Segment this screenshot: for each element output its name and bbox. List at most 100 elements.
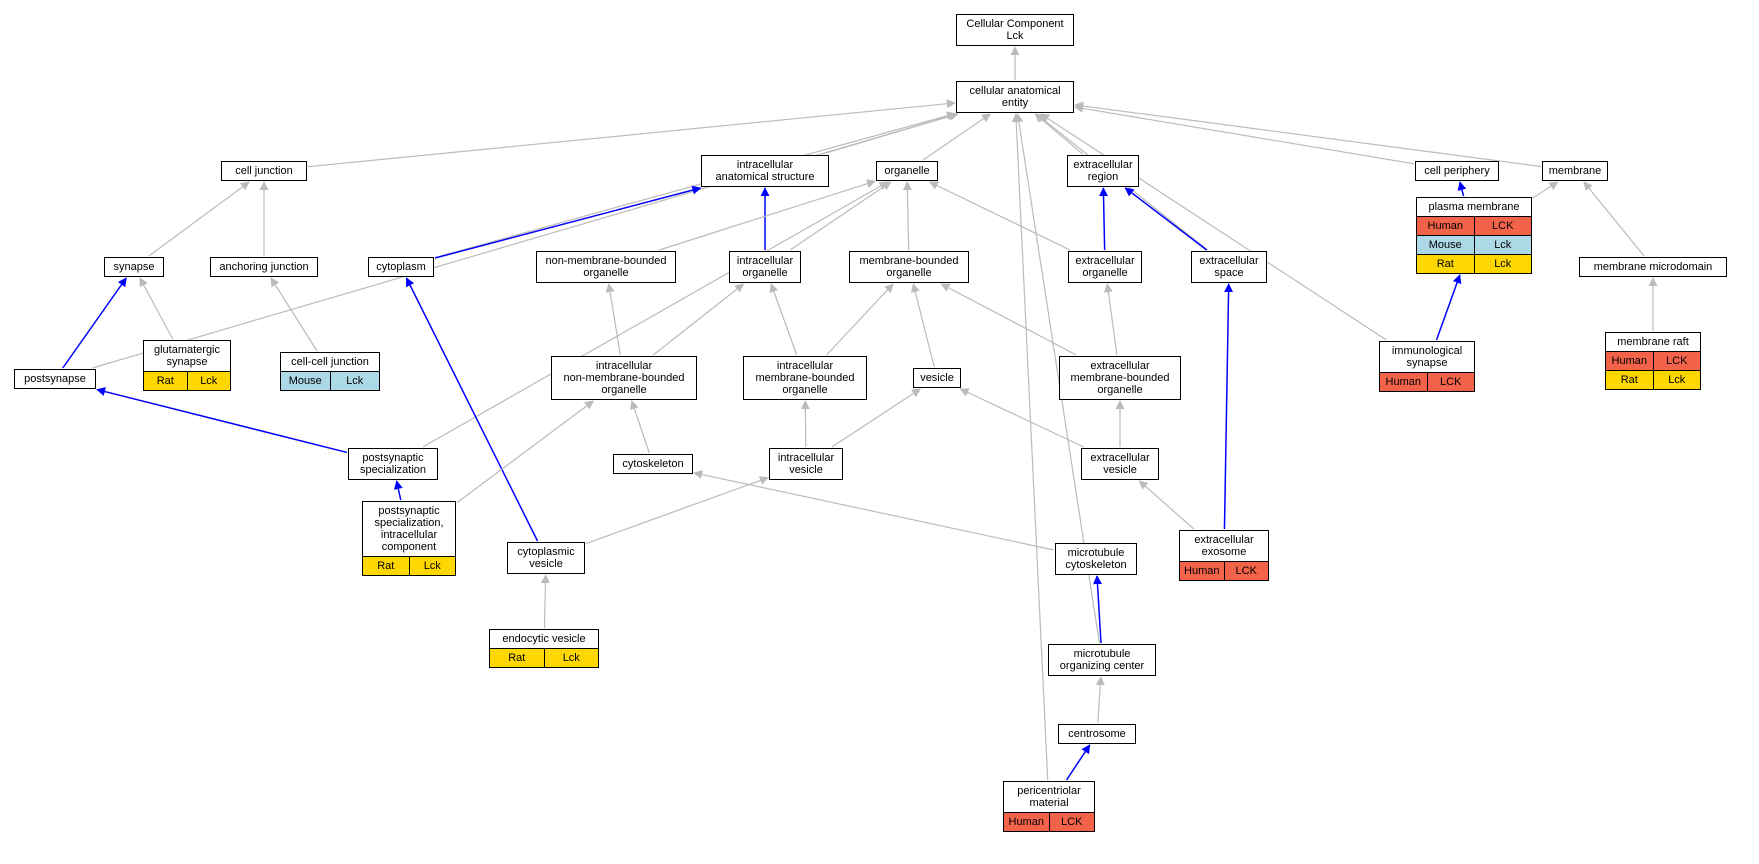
edge-membrane-to-cae	[1074, 101, 1542, 168]
edge-cellcell-to-anchoring	[270, 277, 318, 352]
edge-cellperiphery-to-cae	[1074, 103, 1415, 165]
node-nonmemorg[interactable]: non-membrane-bounded organelle	[536, 251, 676, 283]
node-centrosome[interactable]: centrosome	[1058, 724, 1136, 744]
node-memmicro[interactable]: membrane microdomain	[1579, 257, 1727, 277]
edge-postsynapse-to-cae	[92, 111, 958, 369]
node-intramem[interactable]: intracellular membrane-bounded organelle	[743, 356, 867, 400]
species-cell: Rat	[363, 556, 409, 575]
node-root[interactable]: Cellular Component Lck	[956, 14, 1074, 46]
node-membrane[interactable]: membrane	[1542, 161, 1608, 181]
node-mtoc[interactable]: microtubule organizing center	[1048, 644, 1156, 676]
species-cell: Mouse	[1417, 235, 1474, 254]
edge-pssic-to-pss	[393, 480, 403, 501]
node-label: intracellular membrane-bounded organelle	[755, 360, 855, 396]
edge-organelle-to-cae	[922, 113, 991, 161]
edge-endoves-to-cytoves	[540, 574, 550, 629]
edge-cytoplasm-to-cae	[434, 111, 956, 259]
edge-celljunction-to-cae	[307, 99, 956, 168]
node-anchoring[interactable]: anchoring junction	[210, 257, 318, 277]
edge-mtoc-to-mtcyto	[1092, 575, 1102, 644]
edge-immsyn-to-cae	[1040, 113, 1387, 341]
gene-cell: LCK	[1223, 561, 1268, 580]
node-extorg[interactable]: extracellular organelle	[1068, 251, 1142, 283]
gene-cell: LCK	[1426, 372, 1474, 391]
gene-cell: Lck	[1473, 254, 1531, 273]
node-ias[interactable]: intracellular anatomical structure	[701, 155, 829, 187]
edge-memorg-to-organelle	[902, 181, 912, 251]
node-cellperiphery[interactable]: cell periphery	[1415, 161, 1499, 181]
edge-intramem-to-intraorg	[769, 283, 798, 356]
node-extves[interactable]: extracellular vesicle	[1081, 448, 1159, 480]
gene-cell: LCK	[1652, 352, 1700, 370]
edge-centrosome-to-mtoc	[1095, 676, 1105, 724]
gene-cell: Lck	[1473, 235, 1531, 254]
node-label: extracellular membrane-bounded organelle	[1070, 360, 1170, 396]
node-label: organelle	[884, 165, 930, 177]
node-pssic[interactable]: postsynaptic specialization, intracellul…	[362, 500, 456, 576]
edge-pss-to-organelle	[422, 181, 889, 448]
node-postsynapse[interactable]: postsynapse	[14, 369, 96, 389]
node-mtcyto[interactable]: microtubule cytoskeleton	[1055, 543, 1137, 575]
edge-intramem-to-memorg	[826, 283, 894, 356]
node-label: extracellular space	[1199, 255, 1259, 279]
node-extspace[interactable]: extracellular space	[1191, 251, 1267, 283]
node-label: extracellular exosome	[1194, 533, 1254, 558]
node-label: intracellular non-membrane-bounded organ…	[563, 360, 685, 396]
node-label: anchoring junction	[219, 261, 309, 273]
gene-cell: Lck	[543, 648, 598, 667]
node-cytoskeleton[interactable]: cytoskeleton	[613, 454, 693, 474]
node-label: immunological synapse	[1391, 344, 1463, 369]
node-memorg[interactable]: membrane-bounded organelle	[849, 251, 969, 283]
node-synapse[interactable]: synapse	[104, 257, 164, 277]
node-intraves[interactable]: intracellular vesicle	[769, 448, 843, 480]
node-label: cytoplasmic vesicle	[517, 546, 575, 570]
node-cytoves[interactable]: cytoplasmic vesicle	[507, 542, 585, 574]
edge-extmem-to-extorg	[1103, 283, 1118, 356]
gene-cell: LCK	[1048, 812, 1094, 831]
edge-pssic-to-intranonmem	[456, 400, 594, 504]
species-cell: Rat	[490, 648, 544, 667]
node-cytoplasm[interactable]: cytoplasm	[368, 257, 434, 277]
gene-cell: Lck	[329, 371, 379, 390]
node-label: microtubule cytoskeleton	[1065, 547, 1127, 571]
node-celljunction[interactable]: cell junction	[221, 161, 307, 181]
node-intranonmem[interactable]: intracellular non-membrane-bounded organ…	[551, 356, 697, 400]
species-cell: Rat	[1606, 371, 1653, 389]
edge-nonmemorg-to-organelle	[659, 179, 876, 251]
node-label: microtubule organizing center	[1059, 648, 1145, 672]
edge-intraorg-to-organelle	[789, 181, 892, 251]
node-vesicle[interactable]: vesicle	[913, 368, 961, 388]
edge-synapse-to-celljunction	[148, 181, 250, 257]
node-extmem[interactable]: extracellular membrane-bounded organelle	[1059, 356, 1181, 400]
edge-plasmamem-to-membrane	[1532, 181, 1559, 199]
node-label: cell junction	[235, 165, 293, 177]
node-cae[interactable]: cellular anatomical entity	[956, 81, 1074, 113]
species-cell: Rat	[1417, 254, 1474, 273]
node-label: membrane raft	[1617, 336, 1689, 348]
node-organelle[interactable]: organelle	[876, 161, 938, 181]
node-label: synapse	[113, 261, 155, 273]
gene-cell: Lck	[408, 556, 455, 575]
edge-glut-to-synapse	[139, 277, 174, 340]
node-label: pericentriolar material	[1017, 784, 1081, 809]
node-label: plasma membrane	[1428, 200, 1520, 213]
species-cell: Rat	[144, 371, 187, 390]
node-label: intracellular organelle	[736, 255, 794, 279]
node-intraorg[interactable]: intracellular organelle	[729, 251, 801, 283]
node-pss[interactable]: postsynaptic specialization	[348, 448, 438, 480]
edge-cytoves-to-cytoplasm	[405, 277, 539, 542]
node-extregion[interactable]: extracellular region	[1067, 155, 1139, 187]
